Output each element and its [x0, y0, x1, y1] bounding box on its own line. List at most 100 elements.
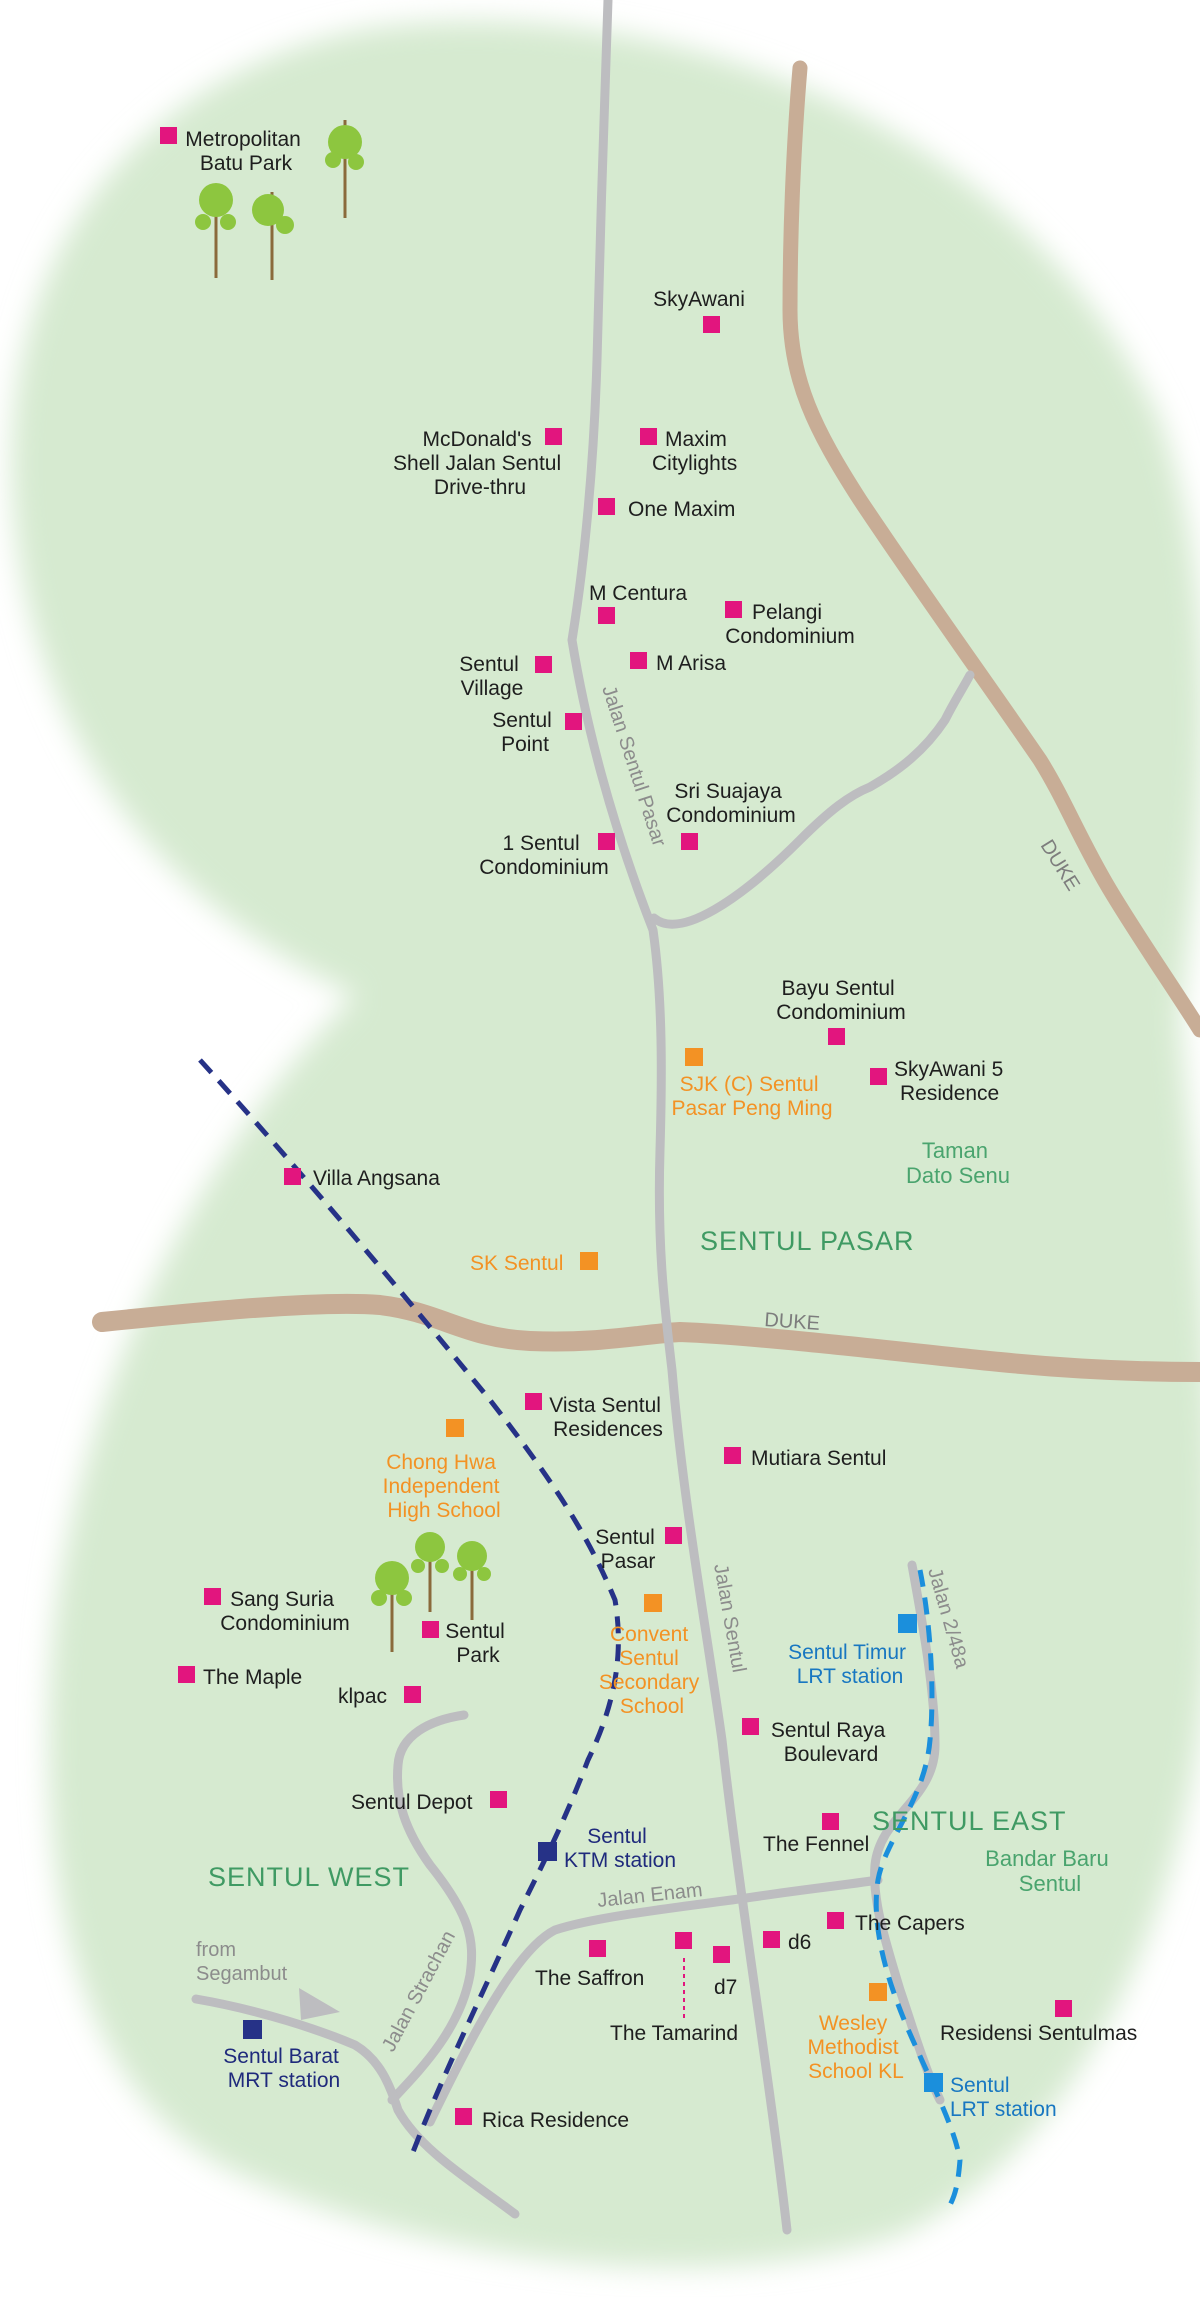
- klpac-marker: [404, 1686, 421, 1703]
- wesley-label: Wesley Methodist School KL: [808, 2012, 905, 2083]
- tree-icon: [453, 1541, 491, 1620]
- sentul-village-label: Sentul Village: [459, 653, 524, 700]
- mcdonalds-marker: [545, 428, 562, 445]
- skyawani5-marker: [870, 1068, 887, 1085]
- branch-road-northeast: [649, 670, 975, 929]
- sentul-barat-station-marker: [243, 2020, 262, 2039]
- wesley-marker: [869, 1983, 887, 2001]
- sentul-point-label: Sentul Point: [492, 709, 557, 756]
- m-centura-marker: [598, 607, 615, 624]
- chong-hwa-marker: [446, 1419, 464, 1437]
- residensi-sentulmas-label: Residensi Sentulmas: [940, 2022, 1137, 2045]
- one-sentul-marker: [598, 833, 615, 850]
- klpac-label: klpac: [338, 1685, 387, 1708]
- d7-marker: [713, 1946, 730, 1963]
- jalan-2-48a-road: [870, 1560, 945, 2105]
- the-maple-label: The Maple: [203, 1666, 302, 1689]
- the-saffron-marker: [589, 1940, 606, 1957]
- from-segambut-label: from Segambut: [196, 1939, 288, 1985]
- skyawani-label: SkyAwani: [653, 288, 745, 311]
- area-sentul-east: SENTUL EAST: [872, 1806, 1067, 1836]
- vista-sentul-label: Vista Sentul Residences: [549, 1394, 667, 1441]
- skyawani5-label: SkyAwani 5 Residence: [894, 1058, 1009, 1105]
- jalan-sentul-pasar-road: [567, 0, 792, 2235]
- sk-sentul-label: SK Sentul: [470, 1252, 563, 1275]
- sjk-c-marker: [685, 1048, 703, 1066]
- chong-hwa-label: Chong Hwa Independent High School: [383, 1451, 506, 1522]
- mutiara-sentul-marker: [724, 1447, 741, 1464]
- the-tamarind-marker: [675, 1932, 692, 1949]
- duke-label-middle: DUKE: [764, 1309, 821, 1335]
- d7-label: d7: [714, 1976, 737, 1999]
- residensi-sentulmas-marker: [1055, 2000, 1072, 2017]
- m-arisa-label: M Arisa: [656, 652, 726, 675]
- pelangi-label: Pelangi Condominium: [725, 601, 855, 648]
- sentul-raya-label: Sentul Raya Boulevard: [771, 1719, 891, 1766]
- bandar-baru-sentul-label: Bandar Baru Sentul: [985, 1846, 1115, 1896]
- tree-icon: [195, 183, 236, 278]
- tree-icon: [371, 1561, 412, 1652]
- sjk-c-label: SJK (C) Sentul Pasar Peng Ming: [671, 1073, 832, 1120]
- the-fennel-label: The Fennel: [763, 1833, 869, 1856]
- skyawani-marker: [703, 316, 720, 333]
- mcdonalds-label: McDonald's Shell Jalan Sentul Drive-thru: [393, 428, 567, 499]
- bayu-sentul-label: Bayu Sentul Condominium: [776, 977, 906, 1024]
- sang-suria-label: Sang Suria Condominium: [220, 1588, 350, 1635]
- sentul-ktm-label: Sentul KTM station: [564, 1825, 676, 1872]
- sentul-raya-marker: [742, 1718, 759, 1735]
- sk-sentul-marker: [580, 1252, 598, 1270]
- sentul-timur-station-marker: [898, 1614, 917, 1633]
- sentul-ktm-station-marker: [538, 1842, 557, 1861]
- sentul-timur-label: Sentul Timur LRT station: [788, 1641, 912, 1688]
- sentul-park-label: Sentul Park: [445, 1620, 510, 1667]
- the-capers-marker: [827, 1912, 844, 1929]
- rica-residence-label: Rica Residence: [482, 2109, 629, 2132]
- jalan-strachan-road: [387, 1710, 477, 2105]
- sentul-village-marker: [535, 656, 552, 673]
- the-saffron-label: The Saffron: [535, 1967, 644, 1990]
- sentul-park-marker: [422, 1621, 439, 1638]
- ktm-rail-line: [198, 1058, 621, 2161]
- duke-highway-middle: [92, 1293, 1200, 1382]
- jalan-enam-road: [425, 1875, 883, 2127]
- mutiara-sentul-label: Mutiara Sentul: [751, 1447, 886, 1470]
- sentul-depot-marker: [490, 1791, 507, 1808]
- metropolitan-batu-park-marker: [160, 127, 177, 144]
- tree-icon: [252, 192, 294, 280]
- villa-angsana-label: Villa Angsana: [313, 1167, 440, 1190]
- sentul-point-marker: [565, 713, 582, 730]
- the-fennel-marker: [822, 1813, 839, 1830]
- one-sentul-label: 1 Sentul Condominium: [479, 832, 609, 879]
- the-tamarind-label: The Tamarind: [610, 2022, 738, 2045]
- sentul-depot-label: Sentul Depot: [351, 1791, 473, 1814]
- taman-dato-senu-label: Taman Dato Senu: [906, 1138, 1010, 1188]
- sentul-pasar-marker: [665, 1527, 682, 1544]
- rica-residence-marker: [455, 2108, 472, 2125]
- tree-icon: [411, 1532, 449, 1612]
- sri-suajaya-label: Sri Suajaya Condominium: [666, 780, 796, 827]
- area-sentul-west: SENTUL WEST: [208, 1862, 410, 1892]
- maxim-citylights-marker: [640, 428, 657, 445]
- segambut-arrow: [299, 1988, 340, 2020]
- sang-suria-marker: [204, 1588, 221, 1605]
- maxim-citylights-label: Maxim Citylights: [652, 428, 737, 475]
- one-maxim-marker: [598, 498, 615, 515]
- the-maple-marker: [178, 1666, 195, 1683]
- metropolitan-batu-park-label: Metropolitan Batu Park: [185, 128, 306, 175]
- m-arisa-marker: [630, 652, 647, 669]
- vista-sentul-marker: [525, 1393, 542, 1410]
- land-area: [11, 21, 1200, 2268]
- sri-suajaya-marker: [681, 833, 698, 850]
- d6-marker: [763, 1931, 780, 1948]
- convent-marker: [644, 1594, 662, 1612]
- tree-icon: [325, 120, 364, 218]
- bayu-sentul-marker: [828, 1028, 845, 1045]
- sentul-pasar-label: Sentul Pasar: [595, 1526, 660, 1573]
- m-centura-label: M Centura: [589, 582, 687, 605]
- pelangi-marker: [725, 601, 742, 618]
- the-capers-label: The Capers: [855, 1912, 965, 1935]
- area-sentul-pasar: SENTUL PASAR: [700, 1226, 915, 1256]
- d6-label: d6: [788, 1931, 811, 1954]
